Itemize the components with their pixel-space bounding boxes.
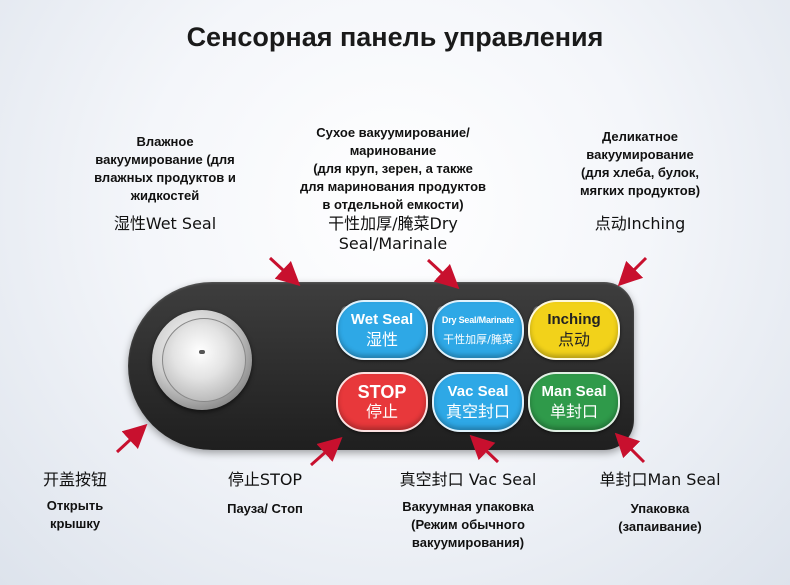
- lid-open-button[interactable]: [162, 318, 246, 402]
- desc-line: жидкостей: [130, 188, 200, 203]
- desc-line: (для хлеба, булок,: [581, 165, 699, 180]
- desc-line: Сухое вакуумирование/: [316, 125, 470, 140]
- dry-seal-description: Сухое вакуумирование/ маринование (для к…: [278, 124, 508, 214]
- desc-line: Открыть: [46, 498, 104, 513]
- desc-line: влажных продуктов и: [94, 170, 236, 185]
- man-seal-description: Упаковка (запаивание): [585, 500, 735, 536]
- desc-line: Влажное: [136, 134, 194, 149]
- button-label-cn: 真空封口: [445, 402, 510, 421]
- wet-seal-label: 湿性Wet Seal: [113, 214, 217, 233]
- man-seal-label: 单封口Man Seal: [599, 470, 721, 489]
- desc-line: крышку: [49, 516, 101, 531]
- desc-line: в отдельной емкости): [322, 197, 464, 212]
- button-label-cn: 单封口: [549, 402, 598, 421]
- desc-line: (Режим обычного: [411, 517, 525, 532]
- arrow-dry-seal: [426, 258, 460, 290]
- vac-seal-label: 真空封口 Vac Seal: [399, 470, 537, 489]
- vac-seal-button[interactable]: Vac Seal 真空封口: [432, 372, 524, 432]
- page-title: Сенсорная панель управления: [186, 22, 604, 52]
- desc-line: для маринования продуктов: [299, 179, 487, 194]
- wet-seal-description: Влажное вакуумирование (для влажных прод…: [80, 133, 250, 205]
- desc-line: Упаковка: [630, 501, 690, 516]
- stop-description: Пауза/ Стоп: [200, 500, 330, 518]
- desc-line: маринование: [349, 143, 437, 158]
- button-label-en: Dry Seal/Marinate: [441, 315, 515, 325]
- open-lid-description: Открыть крышку: [20, 497, 130, 533]
- vac-seal-description: Вакуумная упаковка (Режим обычного вакуу…: [383, 498, 553, 552]
- desc-line: Вакуумная упаковка: [402, 499, 534, 514]
- desc-line: вакуумирование: [586, 147, 694, 162]
- arrow-man-seal: [614, 432, 646, 464]
- desc-line: мягких продуктов): [579, 183, 701, 198]
- button-label-cn: 停止: [365, 402, 398, 421]
- desc-line: Деликатное: [601, 129, 679, 144]
- arrow-stop: [310, 437, 343, 467]
- stop-button[interactable]: STOP 停止: [336, 372, 428, 432]
- button-label-en: STOP: [357, 382, 407, 402]
- button-label-en: Man Seal: [541, 383, 607, 400]
- button-label-cn: 干性加厚/腌菜: [443, 333, 513, 346]
- arrow-vac-seal: [469, 434, 500, 464]
- desc-line: (запаивание): [618, 519, 702, 534]
- desc-line: Пауза/ Стоп: [227, 501, 303, 516]
- button-label-cn: 点动: [557, 330, 590, 349]
- dry-seal-label: 干性加厚/腌菜Dry Seal/Marinale: [328, 214, 458, 253]
- stop-label: 停止STOP: [227, 470, 303, 489]
- open-lid-label: 开盖按钮: [42, 470, 107, 489]
- button-label-en: Vac Seal: [447, 383, 509, 400]
- inching-button[interactable]: Inching 点动: [528, 300, 620, 360]
- inching-description: Деликатное вакуумирование (для хлеба, бу…: [560, 128, 720, 200]
- arrow-open-lid: [115, 423, 148, 454]
- desc-line: вакуумирования): [411, 535, 525, 550]
- arrow-inching: [617, 256, 648, 287]
- desc-line: вакуумирование (для: [95, 152, 235, 167]
- button-label-en: Wet Seal: [350, 311, 414, 328]
- dry-seal-button[interactable]: Dry Seal/Marinate 干性加厚/腌菜: [432, 300, 524, 360]
- button-label-en: Inching: [547, 311, 601, 328]
- button-label-cn: 湿性: [365, 330, 398, 349]
- desc-line: (для круп, зерен, а также: [313, 161, 473, 176]
- wet-seal-button[interactable]: Wet Seal 湿性: [336, 300, 428, 360]
- inching-label: 点动Inching: [594, 214, 686, 233]
- knob-indicator-dot: [199, 350, 205, 354]
- man-seal-button[interactable]: Man Seal 单封口: [528, 372, 620, 432]
- arrow-wet-seal: [268, 256, 301, 287]
